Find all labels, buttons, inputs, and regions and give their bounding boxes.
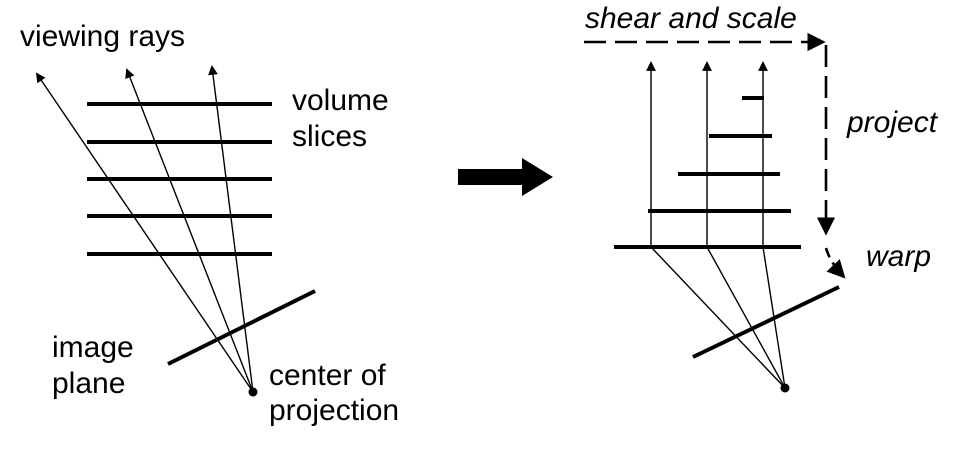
left-ray-2 — [125, 68, 254, 393]
left-volume-slices — [87, 102, 272, 256]
left-ray-1 — [35, 72, 254, 393]
projection-label: projection — [269, 394, 400, 427]
transform-arrow — [458, 158, 553, 196]
warp-arrow — [824, 247, 846, 279]
right-converge-2 — [706, 246, 786, 389]
plane-label: plane — [52, 367, 126, 400]
image-label: image — [52, 331, 134, 364]
left-center-of-projection-point — [248, 387, 258, 397]
center-of-label: center of — [269, 359, 386, 392]
right-converge-1 — [650, 246, 786, 389]
viewing-rays-label: viewing rays — [20, 20, 186, 53]
project-label: project — [847, 106, 938, 139]
right-viewing-rays — [646, 61, 786, 389]
left-ray-3 — [208, 65, 254, 393]
slices-label: slices — [292, 120, 368, 153]
shear-and-scale-label: shear and scale — [585, 2, 797, 35]
warp-label: warp — [866, 240, 932, 273]
volume-label: volume — [292, 84, 389, 117]
left-image-plane — [167, 289, 316, 366]
right-center-of-projection-point — [780, 383, 790, 393]
left-viewing-rays — [35, 65, 254, 393]
right-image-plane — [692, 285, 840, 359]
